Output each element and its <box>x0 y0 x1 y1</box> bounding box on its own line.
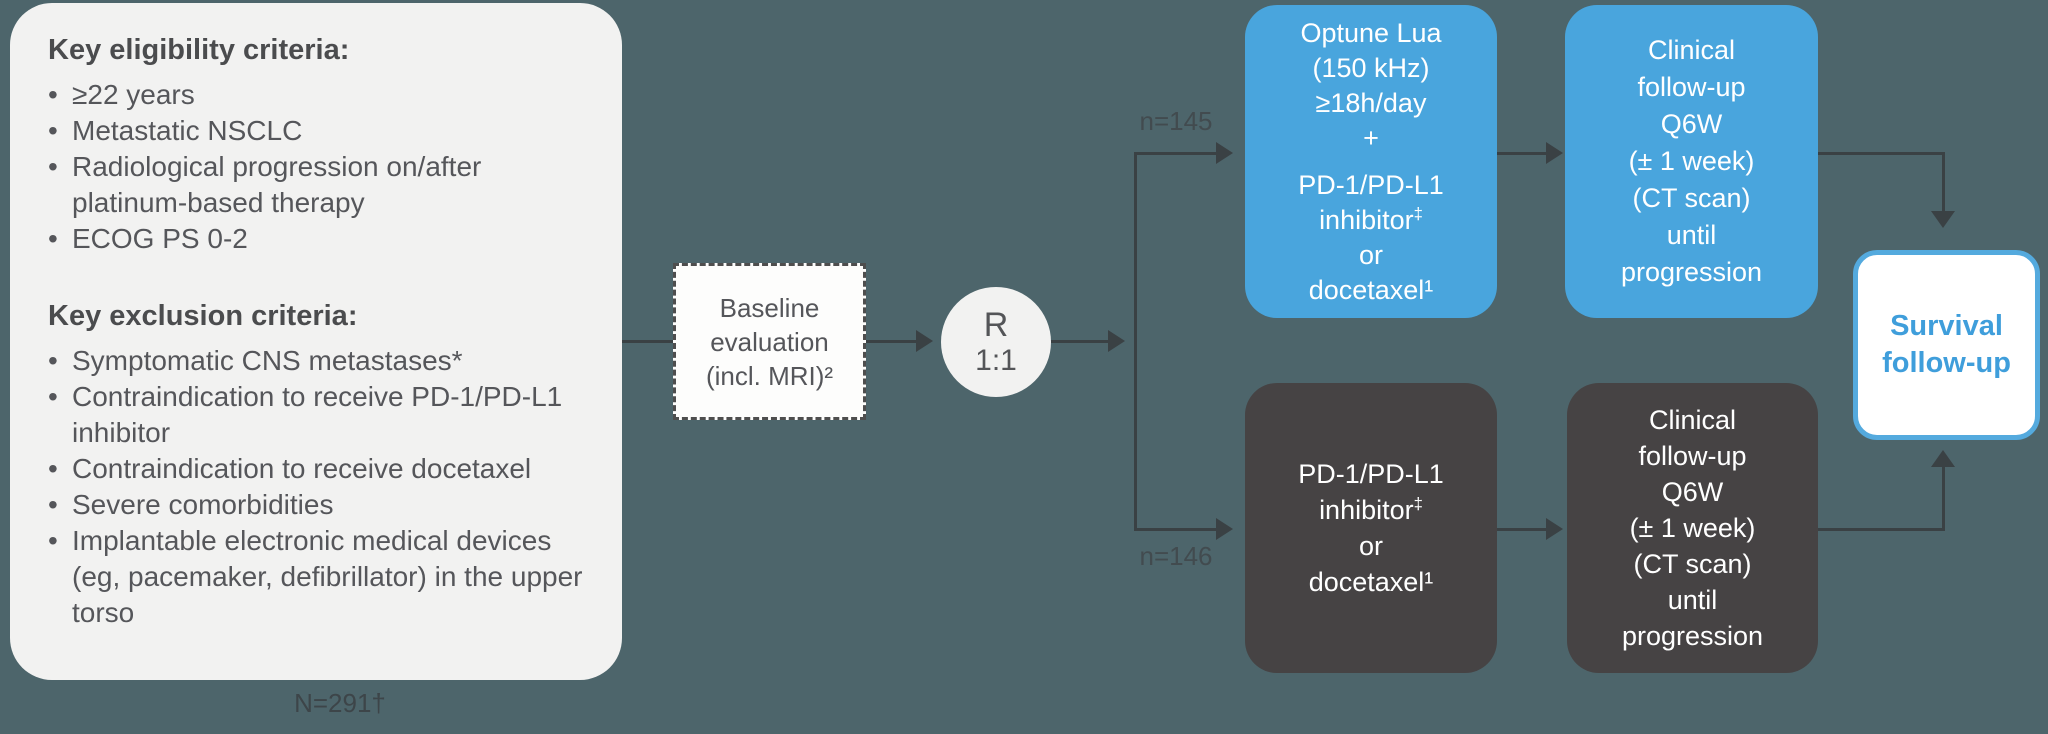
text-line: (CT scan) <box>1632 183 1751 213</box>
connector-line <box>1134 528 1218 531</box>
arm2-treatment-box: PD-1/PD-L1 inhibitor‡ or docetaxel¹ <box>1245 383 1497 673</box>
list-item: • Contraindication to receive docetaxel <box>48 451 594 487</box>
bullet-glyph: • <box>48 525 58 556</box>
bullet-glyph: • <box>48 489 58 520</box>
connector-line <box>1942 467 1945 531</box>
text-line: inhibitor‡ <box>1245 203 1497 238</box>
connector-line <box>1818 152 1945 155</box>
text-line: or <box>1358 531 1383 561</box>
bullet-glyph: • <box>48 223 58 254</box>
list-item-text: ECOG PS 0-2 <box>72 223 248 254</box>
baseline-evaluation-box: Baseline evaluation (incl. MRI)² <box>673 263 866 420</box>
text-line: ≥18h/day <box>1315 87 1427 118</box>
bullet-glyph: • <box>48 79 58 110</box>
text-line: inhibitor‡ <box>1245 492 1497 528</box>
text-line: progression <box>1620 257 1763 287</box>
randomization-letter: R <box>983 306 1009 344</box>
text-line: docetaxel¹ <box>1308 567 1434 597</box>
text-line: (± 1 week) <box>1629 513 1756 543</box>
exclusion-list: • Symptomatic CNS metastases* • Contraindi… <box>48 343 594 631</box>
connector-line <box>1818 528 1945 531</box>
text-line: docetaxel¹ <box>1308 274 1434 305</box>
list-item: • Contraindication to receive PD-1/PD-L1 … <box>48 379 594 451</box>
branch-line <box>1134 153 1137 531</box>
text-line: Clinical <box>1648 405 1737 435</box>
arrowhead-down-icon <box>1931 211 1955 228</box>
text-line: (incl. MRI)² <box>705 360 834 391</box>
superscript: ‡ <box>1413 494 1423 513</box>
list-item-text: Severe comorbidities <box>72 489 334 520</box>
connector-line <box>1051 340 1108 343</box>
arrowhead-right-icon <box>1216 142 1233 164</box>
text-line: until <box>1667 585 1718 615</box>
eligibility-title: Key eligibility criteria: <box>48 34 350 66</box>
list-item-text: Metastatic NSCLC <box>72 115 303 146</box>
randomization-ratio: 1:1 <box>975 344 1017 377</box>
arm2-n-label: n=146 <box>1139 541 1213 571</box>
list-item-text: Radiological progression on/after platin… <box>72 151 482 218</box>
text-line: Q6W <box>1660 109 1723 139</box>
text-line: (150 kHz) <box>1312 52 1430 83</box>
text-line: + <box>1363 122 1379 153</box>
list-item-text: ≥22 years <box>72 79 195 110</box>
text-line: PD-1/PD-L1 <box>1298 169 1444 200</box>
exclusion-title: Key exclusion criteria: <box>48 300 358 332</box>
bullet-glyph: • <box>48 453 58 484</box>
arrowhead-right-icon <box>1546 142 1563 164</box>
connector-line <box>1497 152 1548 155</box>
text-line: Optune Lua <box>1300 17 1442 48</box>
text-line: evaluation <box>710 326 829 357</box>
arrowhead-right-icon <box>1216 518 1233 540</box>
text-line-main: inhibitor <box>1319 204 1414 235</box>
list-item: • Implantable electronic medical devices … <box>48 523 594 631</box>
text-line: follow-up <box>1882 347 2011 379</box>
text-line-main: inhibitor <box>1319 495 1414 525</box>
text-line: or <box>1358 239 1383 270</box>
arrowhead-right-icon <box>1108 330 1125 352</box>
connector-line <box>1134 152 1218 155</box>
enrollment-total: N=291† <box>294 688 386 718</box>
arm1-treatment-box: Optune Lua (150 kHz) ≥18h/day + PD-1/PD-… <box>1245 5 1497 318</box>
connector-line <box>622 340 673 343</box>
bullet-glyph: • <box>48 345 58 376</box>
list-item-text: Contraindication to receive PD-1/PD-L1 i… <box>72 381 563 448</box>
arrowhead-right-icon <box>1546 518 1563 540</box>
text-line: follow-up <box>1637 72 1746 102</box>
arrowhead-up-icon <box>1931 450 1955 467</box>
list-item: • ≥22 years <box>48 77 594 113</box>
bullet-glyph: • <box>48 115 58 146</box>
text-line: until <box>1666 220 1717 250</box>
randomization-circle: R 1:1 <box>941 287 1051 397</box>
list-item-text: Contraindication to receive docetaxel <box>72 453 532 484</box>
list-item: • ECOG PS 0-2 <box>48 221 594 257</box>
text-line: Survival <box>1890 310 2003 342</box>
text-line: progression <box>1621 621 1764 651</box>
list-item: • Radiological progression on/after plati… <box>48 149 594 221</box>
text-line: PD-1/PD-L1 <box>1298 459 1444 489</box>
connector-line <box>866 340 916 343</box>
text-line: Clinical <box>1647 35 1736 65</box>
text-line: Baseline <box>719 292 820 323</box>
arm1-followup-box: Clinical follow-up Q6W (± 1 week) (CT sc… <box>1565 5 1818 318</box>
eligibility-list: • ≥22 years • Metastatic NSCLC • Radiologic… <box>48 77 594 257</box>
superscript: ‡ <box>1413 203 1423 223</box>
list-item: • Metastatic NSCLC <box>48 113 594 149</box>
arm1-n-label: n=145 <box>1139 106 1213 136</box>
text-line: (CT scan) <box>1633 549 1752 579</box>
list-item-text: Symptomatic CNS metastases* <box>72 345 463 376</box>
text-line: follow-up <box>1638 441 1747 471</box>
bullet-glyph: • <box>48 151 58 182</box>
text-line: Q6W <box>1661 477 1724 507</box>
bullet-glyph: • <box>48 381 58 412</box>
criteria-panel: Key eligibility criteria: • ≥22 years • Me… <box>10 3 622 680</box>
arrowhead-right-icon <box>916 330 933 352</box>
text-line: (± 1 week) <box>1628 146 1755 176</box>
arm2-followup-box: Clinical follow-up Q6W (± 1 week) (CT sc… <box>1567 383 1818 673</box>
list-item: • Severe comorbidities <box>48 487 594 523</box>
list-item: • Symptomatic CNS metastases* <box>48 343 594 379</box>
survival-followup-box: Survival follow-up <box>1853 250 2040 440</box>
list-item-text: Implantable electronic medical devices (… <box>72 525 583 628</box>
connector-line <box>1497 528 1548 531</box>
connector-line <box>1942 152 1945 212</box>
